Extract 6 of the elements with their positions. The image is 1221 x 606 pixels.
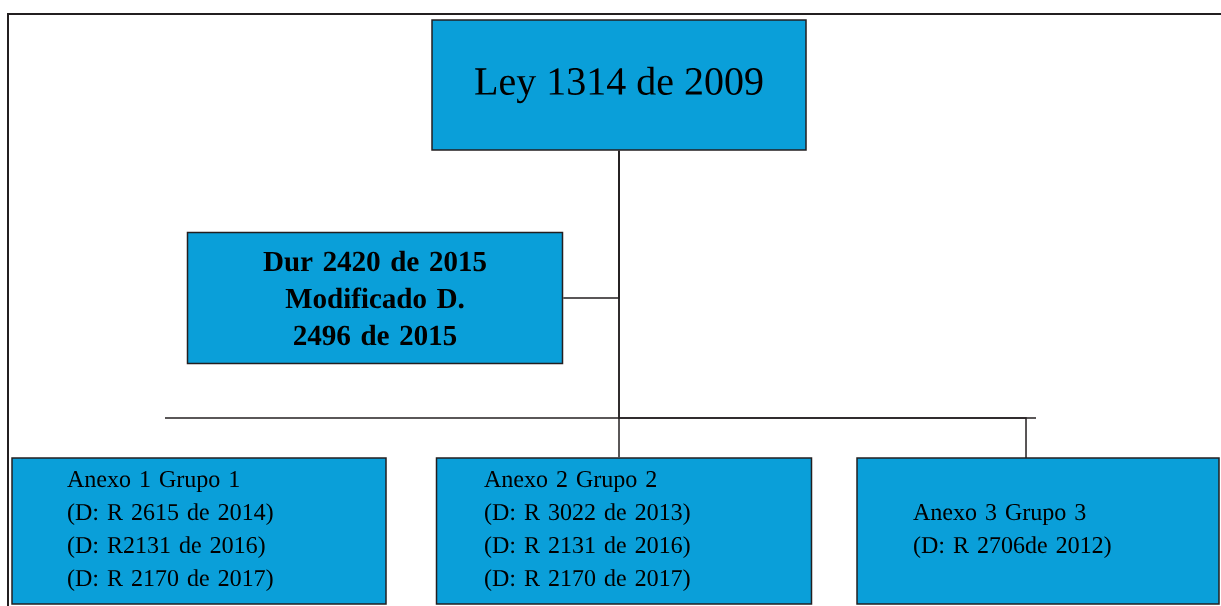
process-box: Dur 2420 de 2015 Modificado D. 2496 de 2015 [186,231,564,365]
process-box: Anexo 1 Grupo 1 (D: R 2615 de 2014) (D: R2131 de 2016) (D: R 2170 de 2017) [11,457,387,605]
process-box: Anexo 2 Grupo 2 (D: R 3022 de 2013) (D: R 2131 de 2016) (D: R 2170 de 2017) [435,457,813,605]
process-box: Ley 1314 de 2009 [431,19,807,151]
process-box: Anexo 3 Grupo 3 (D: R 2706de 2012) [856,457,1220,605]
connector-line [618,150,1027,459]
